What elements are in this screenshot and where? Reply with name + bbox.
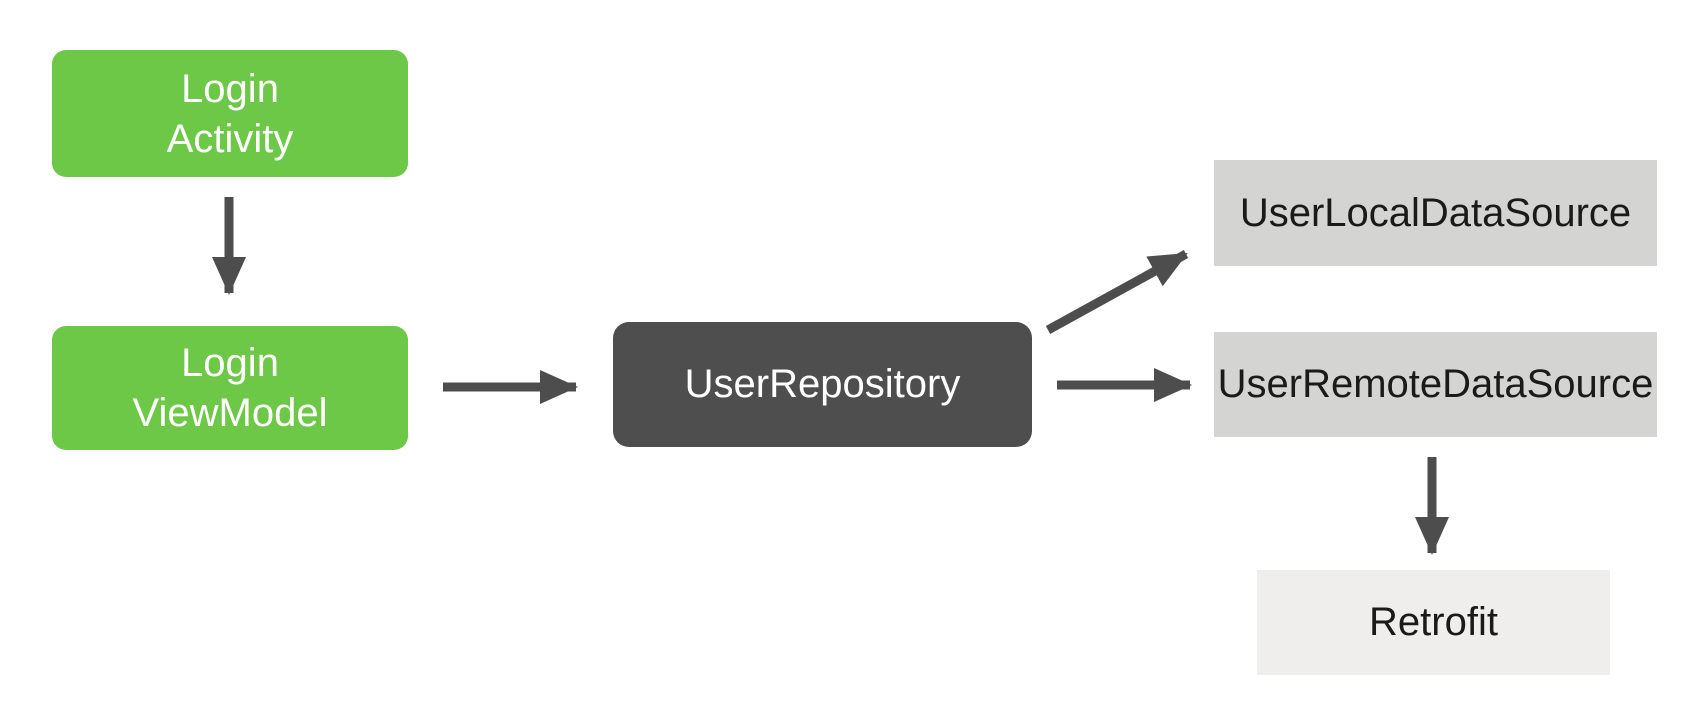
- node-retrofit-label: Retrofit: [1369, 600, 1498, 644]
- node-user-remote-datasource: UserRemoteDataSource: [1214, 332, 1657, 437]
- node-user-repository-label: UserRepository: [684, 362, 961, 406]
- node-login-viewmodel-label-line1: Login: [181, 341, 279, 385]
- node-login-activity-label-line1: Login: [181, 66, 279, 111]
- node-retrofit: Retrofit: [1257, 570, 1610, 675]
- node-user-remote-datasource-label: UserRemoteDataSource: [1217, 362, 1654, 406]
- node-login-viewmodel-label-line2: ViewModel: [132, 391, 328, 435]
- arrow-repository-to-localdatasource: [1045, 250, 1189, 334]
- node-login-viewmodel: Login ViewModel: [52, 326, 408, 450]
- node-user-repository: UserRepository: [613, 322, 1032, 447]
- node-login-activity: Login Activity: [52, 50, 408, 177]
- node-user-local-datasource: UserLocalDataSource: [1214, 160, 1657, 266]
- node-user-local-datasource-label: UserLocalDataSource: [1239, 190, 1632, 235]
- node-login-activity-label-line2: Activity: [166, 116, 294, 161]
